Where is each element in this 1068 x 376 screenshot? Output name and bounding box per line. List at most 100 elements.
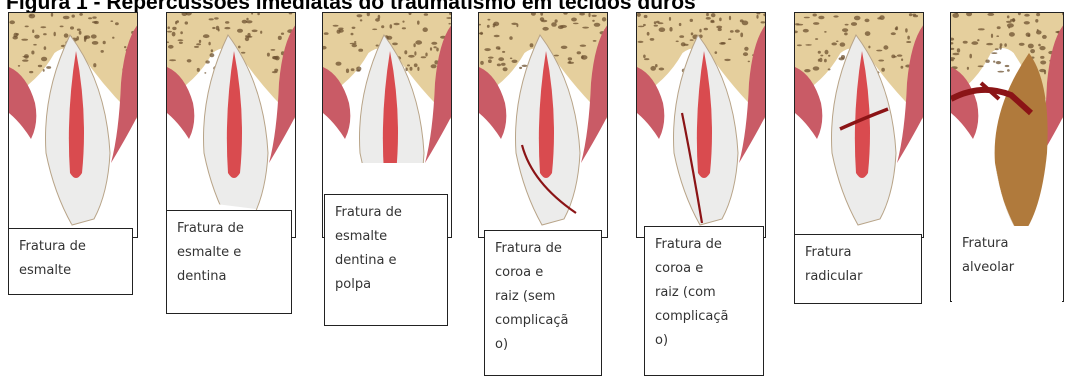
bone-trabecula xyxy=(224,27,230,29)
bone-trabecula xyxy=(44,46,47,50)
bone-trabecula xyxy=(433,46,436,48)
bone-trabecula xyxy=(592,20,595,22)
bone-trabecula xyxy=(656,21,660,23)
bone-trabecula xyxy=(501,63,506,66)
bone-trabecula xyxy=(431,42,437,45)
bone-trabecula xyxy=(716,26,722,29)
bone-trabecula xyxy=(577,51,581,54)
tooth-panel-crown-root-complicated xyxy=(636,12,766,238)
bone-trabecula xyxy=(865,19,870,23)
bone-trabecula xyxy=(336,62,342,66)
bone-trabecula xyxy=(804,69,810,72)
bone-trabecula xyxy=(978,28,985,30)
bone-trabecula xyxy=(795,23,799,25)
bone-trabecula xyxy=(480,61,484,65)
bone-trabecula xyxy=(706,17,711,20)
bone-trabecula xyxy=(79,13,83,16)
label-line: esmalte xyxy=(335,225,437,249)
bone-trabecula xyxy=(402,27,406,29)
label-box: Fratura de coroa e raiz (sem complicaçã … xyxy=(484,230,602,376)
bone-trabecula xyxy=(346,69,349,74)
bone-trabecula xyxy=(644,58,649,60)
bone-trabecula xyxy=(498,48,501,50)
bone-trabecula xyxy=(77,29,81,31)
bone-trabecula xyxy=(659,27,666,32)
bone-trabecula xyxy=(54,32,56,37)
bone-trabecula xyxy=(324,32,329,35)
bone-trabecula xyxy=(168,45,174,49)
bone-trabecula xyxy=(360,19,363,21)
bone-trabecula xyxy=(421,56,426,58)
bone-trabecula xyxy=(414,51,416,55)
bone-trabecula xyxy=(654,21,657,24)
bone-trabecula xyxy=(840,42,846,46)
bone-trabecula xyxy=(18,65,20,67)
label-line: Fratura de xyxy=(19,235,122,259)
bone-trabecula xyxy=(101,50,104,53)
tooth-panel-crown-root-uncomplicated xyxy=(478,12,608,238)
label-line: o) xyxy=(655,329,753,353)
bone-trabecula xyxy=(1007,23,1014,27)
label-line: raiz (com xyxy=(655,281,753,305)
bone-trabecula xyxy=(214,17,219,19)
bone-trabecula xyxy=(679,35,684,38)
bone-trabecula xyxy=(592,15,597,17)
bone-trabecula xyxy=(715,51,718,54)
bone-trabecula xyxy=(952,53,959,56)
bone-trabecula xyxy=(333,25,339,27)
bone-trabecula xyxy=(271,49,276,51)
bone-trabecula xyxy=(88,17,92,19)
label-line: alveolar xyxy=(962,256,1052,280)
label-box: Fratura de esmalte dentina e polpa xyxy=(324,194,448,326)
bone-trabecula xyxy=(659,68,665,71)
bone-trabecula xyxy=(278,36,282,40)
bone-trabecula xyxy=(205,60,209,63)
bone-trabecula xyxy=(211,49,213,52)
bone-trabecula xyxy=(594,23,601,27)
bone-trabecula xyxy=(509,36,512,40)
bone-trabecula xyxy=(997,71,1004,73)
bone-trabecula xyxy=(820,55,823,57)
label-line: complicaçã xyxy=(495,309,591,333)
bone-trabecula xyxy=(503,67,508,71)
bone-trabecula xyxy=(175,21,177,24)
label-line: raiz (sem xyxy=(495,285,591,309)
bone-trabecula xyxy=(740,33,743,38)
bone-trabecula xyxy=(978,65,984,67)
bone-trabecula xyxy=(1007,15,1010,18)
bone-trabecula xyxy=(730,30,734,33)
bone-trabecula xyxy=(580,45,586,47)
bone-trabecula xyxy=(124,46,126,48)
bone-trabecula xyxy=(643,24,646,26)
label-line: esmalte xyxy=(19,259,122,283)
bone-trabecula xyxy=(815,38,818,40)
bone-trabecula xyxy=(273,56,278,60)
bone-trabecula xyxy=(390,24,393,28)
bone-trabecula xyxy=(196,43,201,45)
bone-trabecula xyxy=(216,26,220,31)
bone-trabecula xyxy=(690,39,694,41)
bone-trabecula xyxy=(561,46,568,49)
bone-trabecula xyxy=(92,41,99,45)
label-line: o) xyxy=(495,333,591,357)
bone-trabecula xyxy=(392,43,398,46)
bone-trabecula xyxy=(172,27,176,30)
bone-trabecula xyxy=(1040,56,1044,59)
bone-trabecula xyxy=(423,27,428,32)
bone-trabecula xyxy=(824,31,827,33)
bone-trabecula xyxy=(40,26,46,28)
bone-trabecula xyxy=(571,18,577,22)
bone-trabecula xyxy=(246,36,252,38)
bone-trabecula xyxy=(993,61,995,63)
bone-trabecula xyxy=(813,14,817,17)
bone-trabecula xyxy=(402,21,404,23)
bone-trabecula xyxy=(878,60,884,62)
bone-trabecula xyxy=(813,66,820,70)
bone-trabecula xyxy=(64,33,69,37)
label-box: Fratura de esmalte e dentina xyxy=(166,210,292,314)
bone-trabecula xyxy=(761,21,766,23)
bone-trabecula xyxy=(729,16,731,20)
bone-trabecula xyxy=(805,44,812,46)
bone-trabecula xyxy=(542,27,548,31)
bone-trabecula xyxy=(719,18,722,22)
